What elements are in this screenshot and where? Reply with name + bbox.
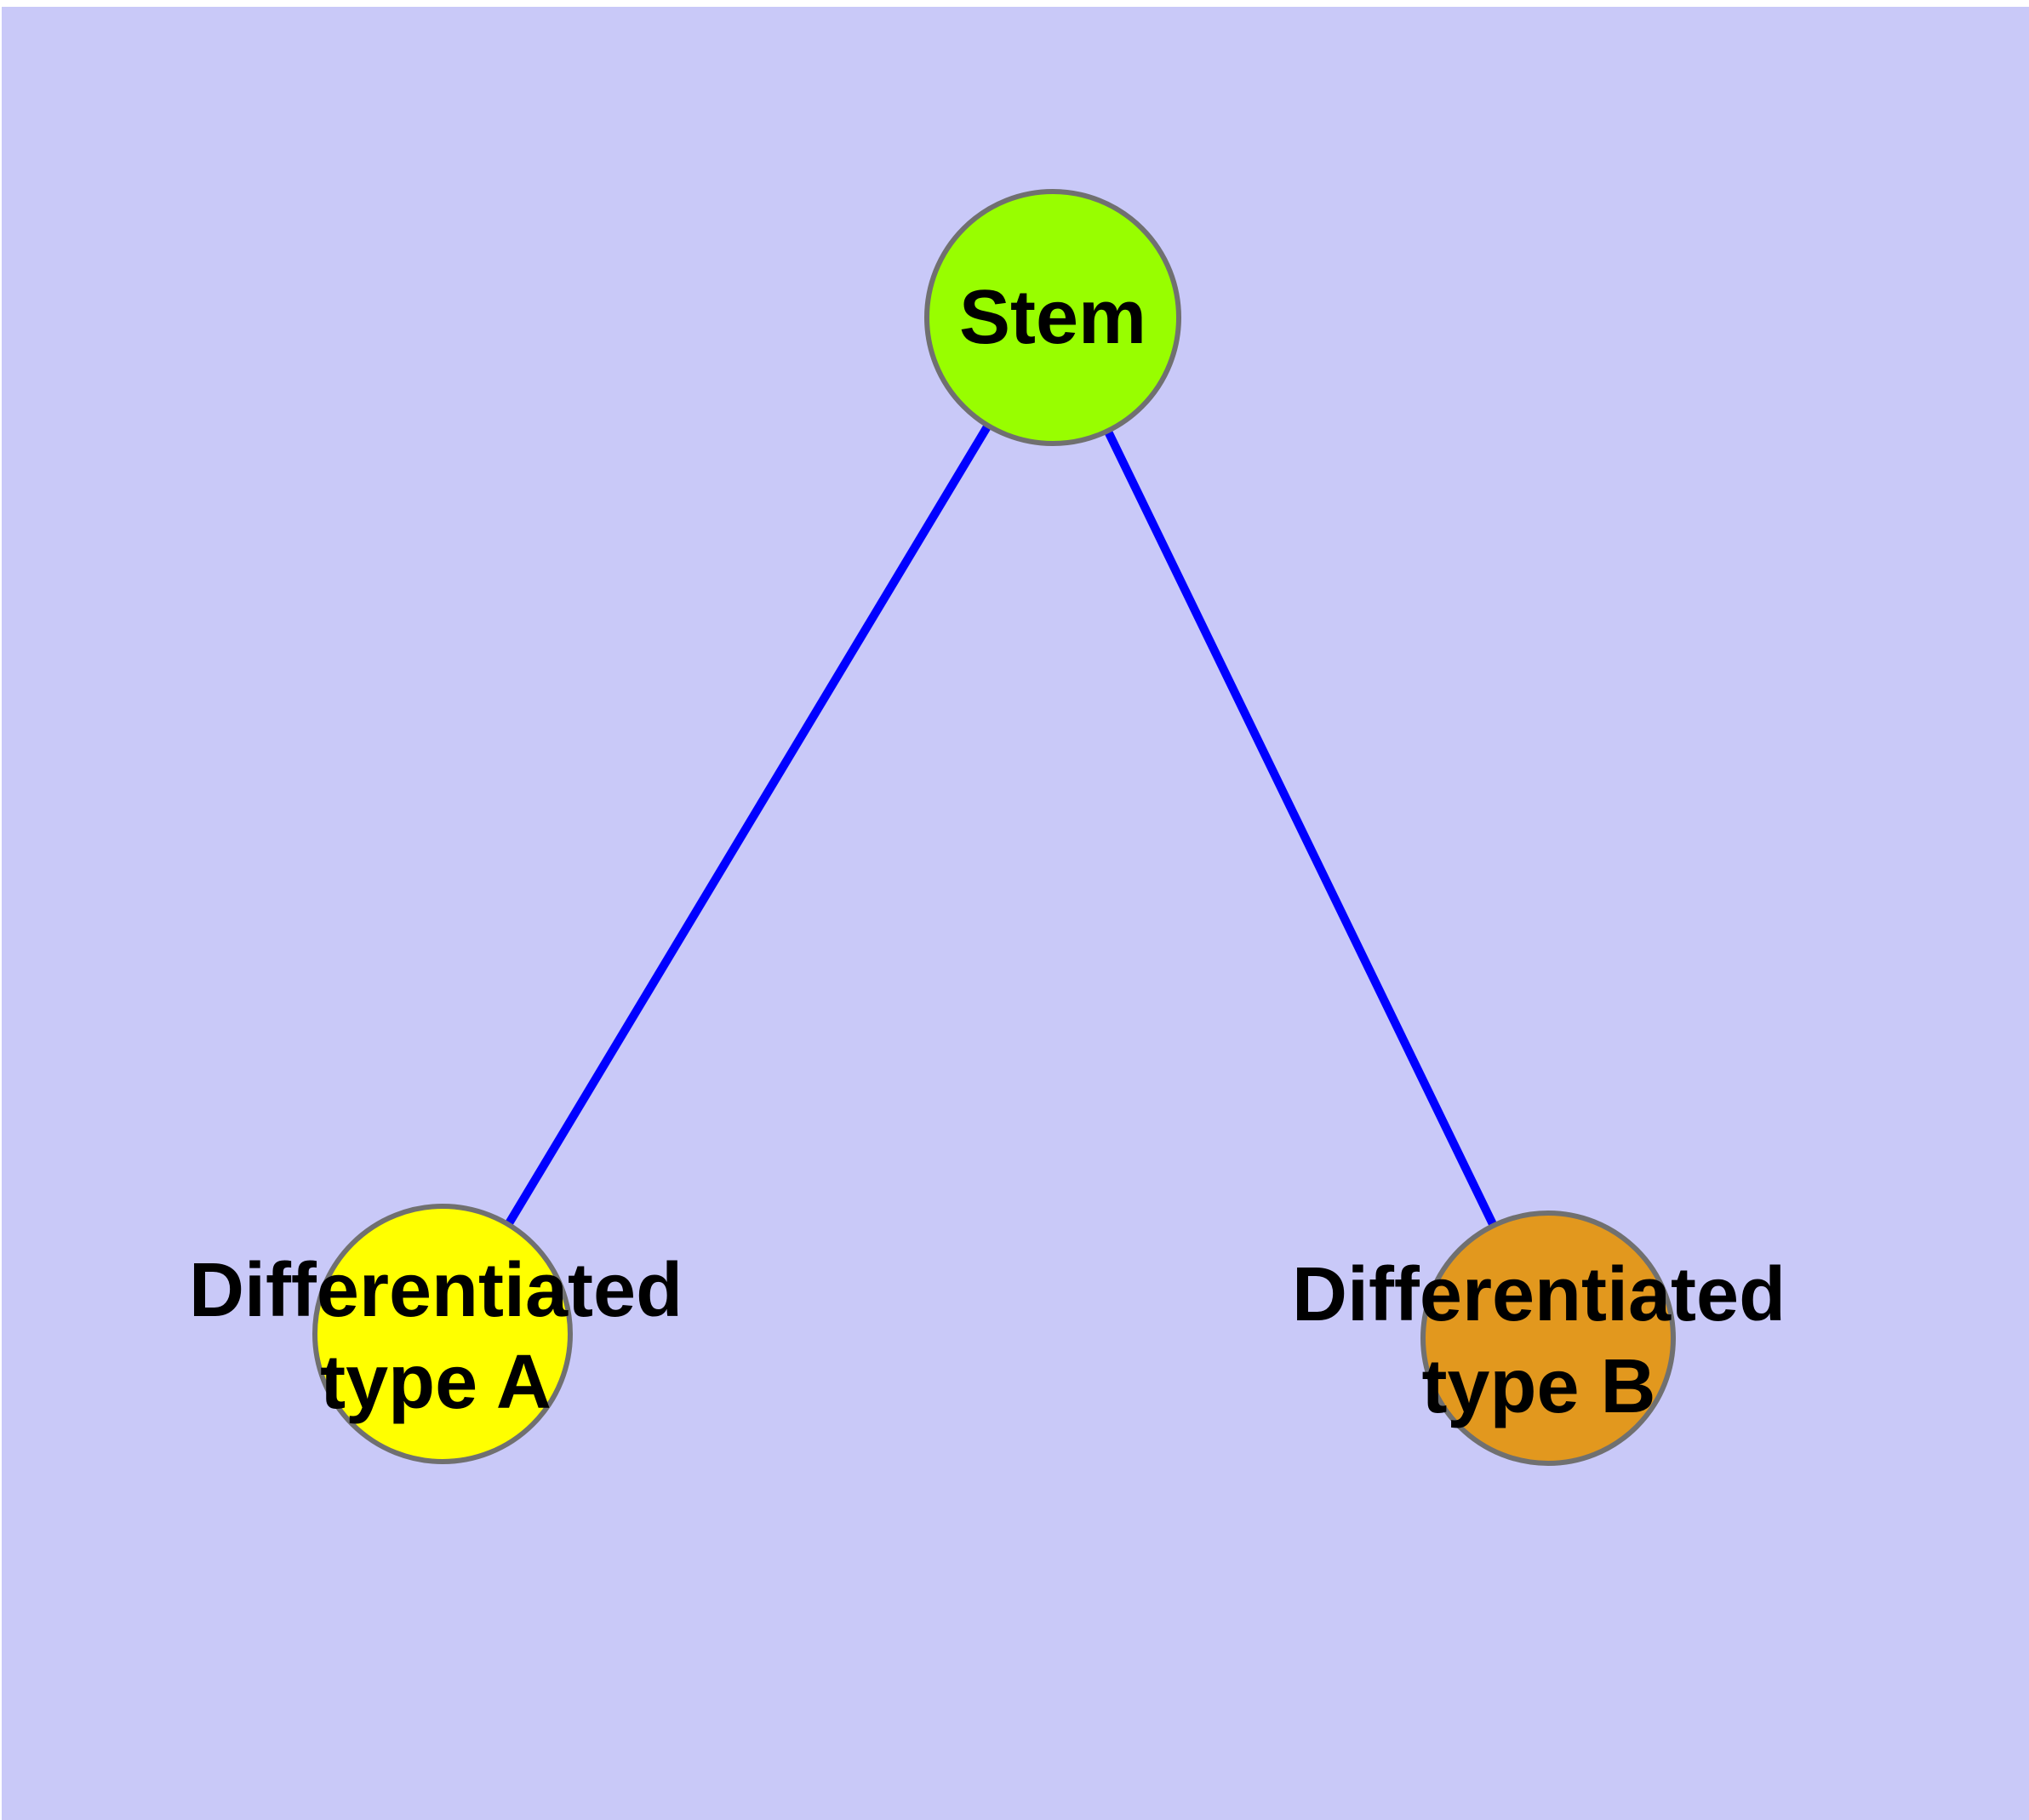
node-differentiated-type-b <box>1420 1210 1676 1466</box>
edge-stem-to-type-b <box>1049 315 1552 1341</box>
edge-stem-to-type-a <box>438 315 1057 1336</box>
node-stem <box>924 189 1181 446</box>
node-differentiated-type-a <box>312 1204 573 1464</box>
